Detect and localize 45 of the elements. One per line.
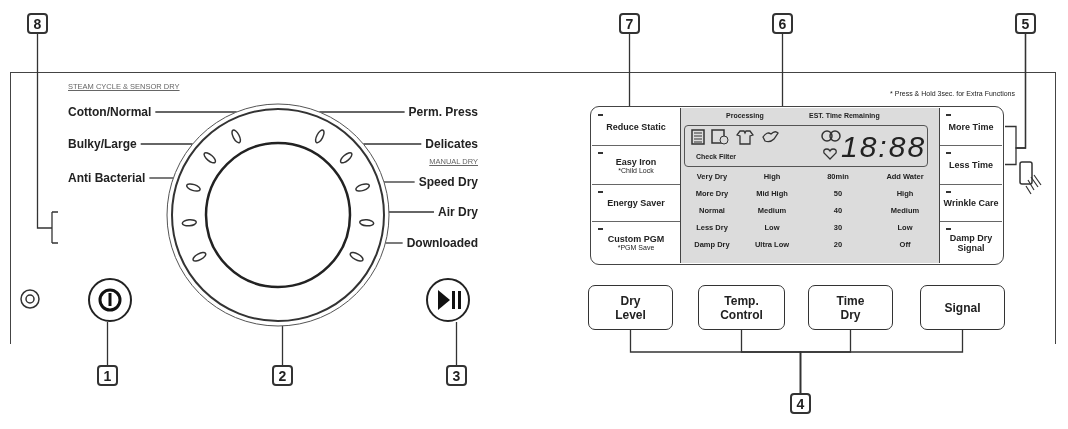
- callout-line: [799, 329, 964, 394]
- cycle-label: Downloaded: [406, 235, 478, 251]
- display-panel: [680, 108, 940, 263]
- control-button: More Time: [940, 108, 1002, 145]
- control-button: Damp Dry Signal: [940, 221, 1002, 263]
- control-button: Wrinkle Care: [940, 184, 1002, 221]
- leader-line: [318, 111, 406, 113]
- leader-line: [140, 143, 194, 145]
- control-button: Dry Level: [588, 285, 673, 330]
- callout-number: 4: [790, 393, 811, 414]
- callout-number: 2: [272, 365, 293, 386]
- start-pause-button: [426, 278, 470, 322]
- cycle-label: Perm. Press: [408, 104, 478, 120]
- control-button: Reduce Static: [592, 108, 680, 145]
- control-button: Time Dry: [808, 285, 893, 330]
- callout-number: 7: [619, 13, 640, 34]
- callout-number: 6: [772, 13, 793, 34]
- callout-line: [36, 33, 59, 244]
- callout-number: 8: [27, 13, 48, 34]
- control-button: Less Time: [940, 145, 1002, 184]
- leader-line: [384, 242, 404, 244]
- callout-number: 3: [446, 365, 467, 386]
- callout-number: 5: [1015, 13, 1036, 34]
- leader-line: [383, 181, 416, 183]
- cycle-label: Anti Bacterial: [68, 170, 146, 186]
- callout-line: [281, 325, 284, 366]
- leader-line: [362, 143, 422, 145]
- cycle-label: Delicates: [425, 136, 478, 152]
- cycle-label: Bulky/Large: [68, 136, 137, 152]
- leader-line: [154, 111, 238, 113]
- cycle-label: Speed Dry: [418, 174, 478, 190]
- control-button: Signal: [920, 285, 1005, 330]
- leader-line: [388, 211, 435, 213]
- cycle-label: Air Dry: [438, 204, 478, 220]
- power-button: [88, 278, 132, 322]
- callout-number: 1: [97, 365, 118, 386]
- callout-line: [781, 33, 784, 107]
- callout-line: [455, 321, 458, 366]
- digit-readout: 18:88: [841, 132, 927, 162]
- callout-line: [628, 33, 631, 107]
- control-button: Temp. Control: [698, 285, 785, 330]
- dial-knob: [166, 103, 390, 327]
- cycle-label: Cotton/Normal: [68, 104, 152, 120]
- leader-line: [148, 177, 174, 179]
- callout-line: [106, 321, 109, 366]
